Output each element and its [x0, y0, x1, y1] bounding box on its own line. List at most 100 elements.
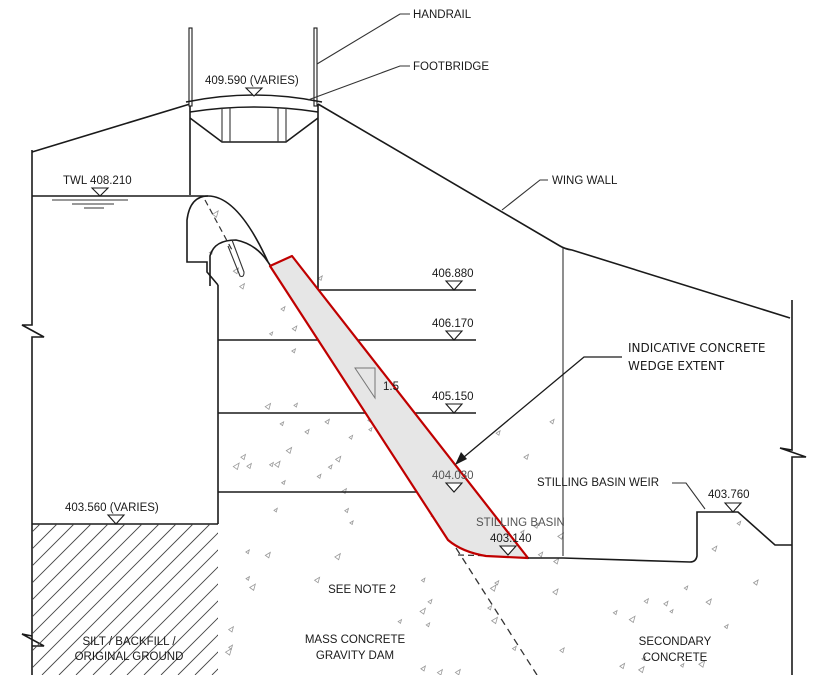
aggregate-mark: [619, 662, 626, 670]
aggregate-mark: [683, 585, 689, 591]
slope-triangle: [354, 367, 376, 400]
wing-wall-line: [317, 103, 791, 319]
wing-wall-label: WING WALL: [552, 175, 618, 187]
handrail-post-left: [188, 27, 193, 107]
aggregate-mark: [327, 464, 333, 470]
level-marker-406880: [444, 280, 464, 291]
aggregate-mark: [240, 453, 247, 461]
aggregate-mark: [273, 507, 278, 513]
aggregate-mark: [268, 331, 274, 337]
aggregate-mark: [324, 418, 331, 425]
aggregate-mark: [291, 347, 297, 354]
aggregate-mark: [523, 453, 530, 461]
aggregate-mark: [663, 600, 669, 607]
wedge-note-line-2: WEDGE EXTENT: [628, 359, 725, 373]
spillway-inner-lip: [209, 239, 269, 286]
aggregate-mark: [268, 461, 275, 468]
aggregate-mark: [679, 662, 685, 668]
hatch-line: [32, 524, 160, 652]
wedge-note-leader: [457, 356, 622, 463]
aggregate-mark: [280, 305, 286, 312]
aggregate-mark: [304, 428, 310, 435]
aggregate-mark: [552, 557, 560, 565]
aggregate-mark: [245, 575, 251, 581]
aggregate-mark: [549, 418, 555, 425]
level-label-404030: 404.030: [432, 470, 474, 482]
aggregate-mark: [436, 668, 444, 675]
aggregate-mark: [349, 520, 354, 526]
aggregate-mark: [537, 551, 544, 558]
hatch-line: [92, 549, 218, 675]
aggregate-mark: [228, 644, 234, 650]
stilling-basin-weir-label: STILLING BASIN WEIR: [537, 477, 659, 489]
level-label-weir: 403.760: [708, 489, 750, 501]
level-marker-basin: [498, 545, 518, 556]
aggregate-mark: [425, 621, 431, 628]
aggregate-mark: [279, 420, 285, 427]
aggregate-mark: [334, 455, 342, 463]
stilling-basin-floor: [528, 511, 792, 563]
aggregate-mark: [419, 607, 427, 615]
aggregate-mark: [698, 659, 706, 668]
silt-label-1: SILT / BACKFILL /: [82, 636, 176, 648]
secondary-concrete-label-2: CONCRETE: [643, 652, 708, 664]
footbridge-underside: [189, 117, 319, 143]
level-label-406170: 406.170: [432, 318, 474, 330]
spillway-slot: [227, 239, 245, 278]
aggregate-mark: [313, 576, 321, 584]
right-boundary-line: [779, 300, 807, 675]
aggregate-mark: [227, 625, 235, 633]
level-label-ground: 403.560 (VARIES): [65, 502, 159, 514]
aggregate-mark: [316, 473, 322, 480]
see-note-label: SEE NOTE 2: [328, 584, 396, 596]
wedge-note-arrowhead: [455, 452, 467, 465]
stilling-basin-label: STILLING BASIN: [476, 517, 565, 529]
level-marker-twl: [90, 187, 110, 197]
aggregate-mark: [641, 655, 647, 662]
aggregate-mark: [264, 402, 272, 410]
silt-hatching: [32, 524, 218, 675]
hatch-line: [41, 524, 194, 675]
aggregate-mark: [334, 552, 341, 561]
hatch-line: [58, 524, 211, 675]
aggregate-mark: [420, 577, 426, 583]
aggregate-mark: [344, 507, 350, 514]
spillway-crest: [207, 195, 269, 263]
level-marker-405150: [444, 403, 464, 414]
mass-concrete-label-1: MASS CONCRETE: [305, 634, 406, 646]
hatch-line: [32, 524, 177, 669]
wing-wall-leader: [501, 179, 548, 211]
handrail-label: HANDRAIL: [413, 9, 472, 21]
aggregate-mark: [723, 623, 729, 630]
hatch-line: [75, 532, 218, 675]
aggregate-mark: [520, 529, 525, 535]
aggregate-mark: [490, 616, 499, 625]
aggregate-mark: [628, 615, 636, 624]
aggregate-mark: [238, 282, 246, 290]
aggregate-mark: [559, 646, 565, 654]
aggregate-mark: [293, 402, 299, 408]
concrete-wedge-extent: [268, 254, 530, 560]
hatch-line: [32, 524, 58, 550]
hatch-line: [32, 524, 143, 635]
aggregate-mark: [245, 549, 250, 555]
aggregate-mark: [705, 598, 712, 606]
aggregate-mark: [285, 446, 293, 454]
aggregate-mark: [487, 604, 493, 611]
hatch-line: [32, 524, 75, 567]
aggregate-mark: [264, 551, 271, 559]
level-label-twl: TWL 408.210: [63, 175, 132, 187]
footbridge-deck-bottom: [189, 106, 319, 113]
hatch-line: [32, 524, 109, 601]
weir-leader: [672, 482, 706, 510]
level-marker-ground: [106, 514, 126, 525]
aggregate-mark: [643, 597, 650, 604]
level-marker-weir: [723, 502, 743, 513]
slope-ratio-label: 1.5: [383, 381, 399, 393]
aggregate-mark: [348, 434, 354, 440]
wedge-note-line-1: INDICATIVE CONCRETE: [628, 341, 765, 355]
level-marker-406170: [444, 330, 464, 341]
level-label-405150: 405.150: [432, 391, 474, 403]
aggregate-mark: [494, 579, 500, 586]
level-marker-404030: [444, 482, 464, 493]
